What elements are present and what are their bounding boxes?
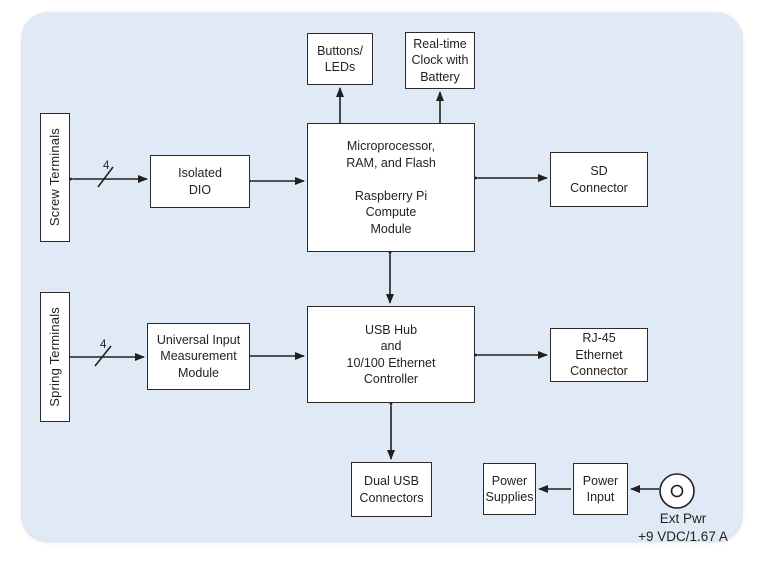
ext-pwr-caption: Ext Pwr +9 VDC/1.67 A <box>638 511 728 545</box>
node-spring-terminals: Spring Terminals <box>40 292 70 422</box>
node-power-input: Power Input <box>573 463 628 515</box>
bus-slash-spring <box>94 345 112 367</box>
node-dual-usb: Dual USB Connectors <box>351 462 432 517</box>
bus-width-label-screw: 4 <box>103 160 110 172</box>
node-buttons-leds: Buttons/ LEDs <box>307 33 373 85</box>
node-usb-hub: USB Hub and 10/100 Ethernet Controller <box>307 306 475 403</box>
ext-pwr-jack-icon <box>659 473 695 509</box>
node-sd-connector: SD Connector <box>550 152 648 207</box>
node-realtime-clock: Real-time Clock with Battery <box>405 32 475 89</box>
node-power-supplies: Power Supplies <box>483 463 536 515</box>
node-screw-terminals: Screw Terminals <box>40 113 70 242</box>
spring-terminals-label: Spring Terminals <box>47 307 63 407</box>
node-universal-input: Universal Input Measurement Module <box>147 323 250 390</box>
bus-width-label-spring: 4 <box>100 339 107 351</box>
node-rj45-connector: RJ-45 Ethernet Connector <box>550 328 648 382</box>
node-isolated-dio: Isolated DIO <box>150 155 250 208</box>
diagram-panel <box>22 13 742 541</box>
bus-slash-screw <box>97 166 114 188</box>
node-microprocessor: Microprocessor, RAM, and Flash Raspberry… <box>307 123 475 252</box>
screw-terminals-label: Screw Terminals <box>47 128 63 227</box>
